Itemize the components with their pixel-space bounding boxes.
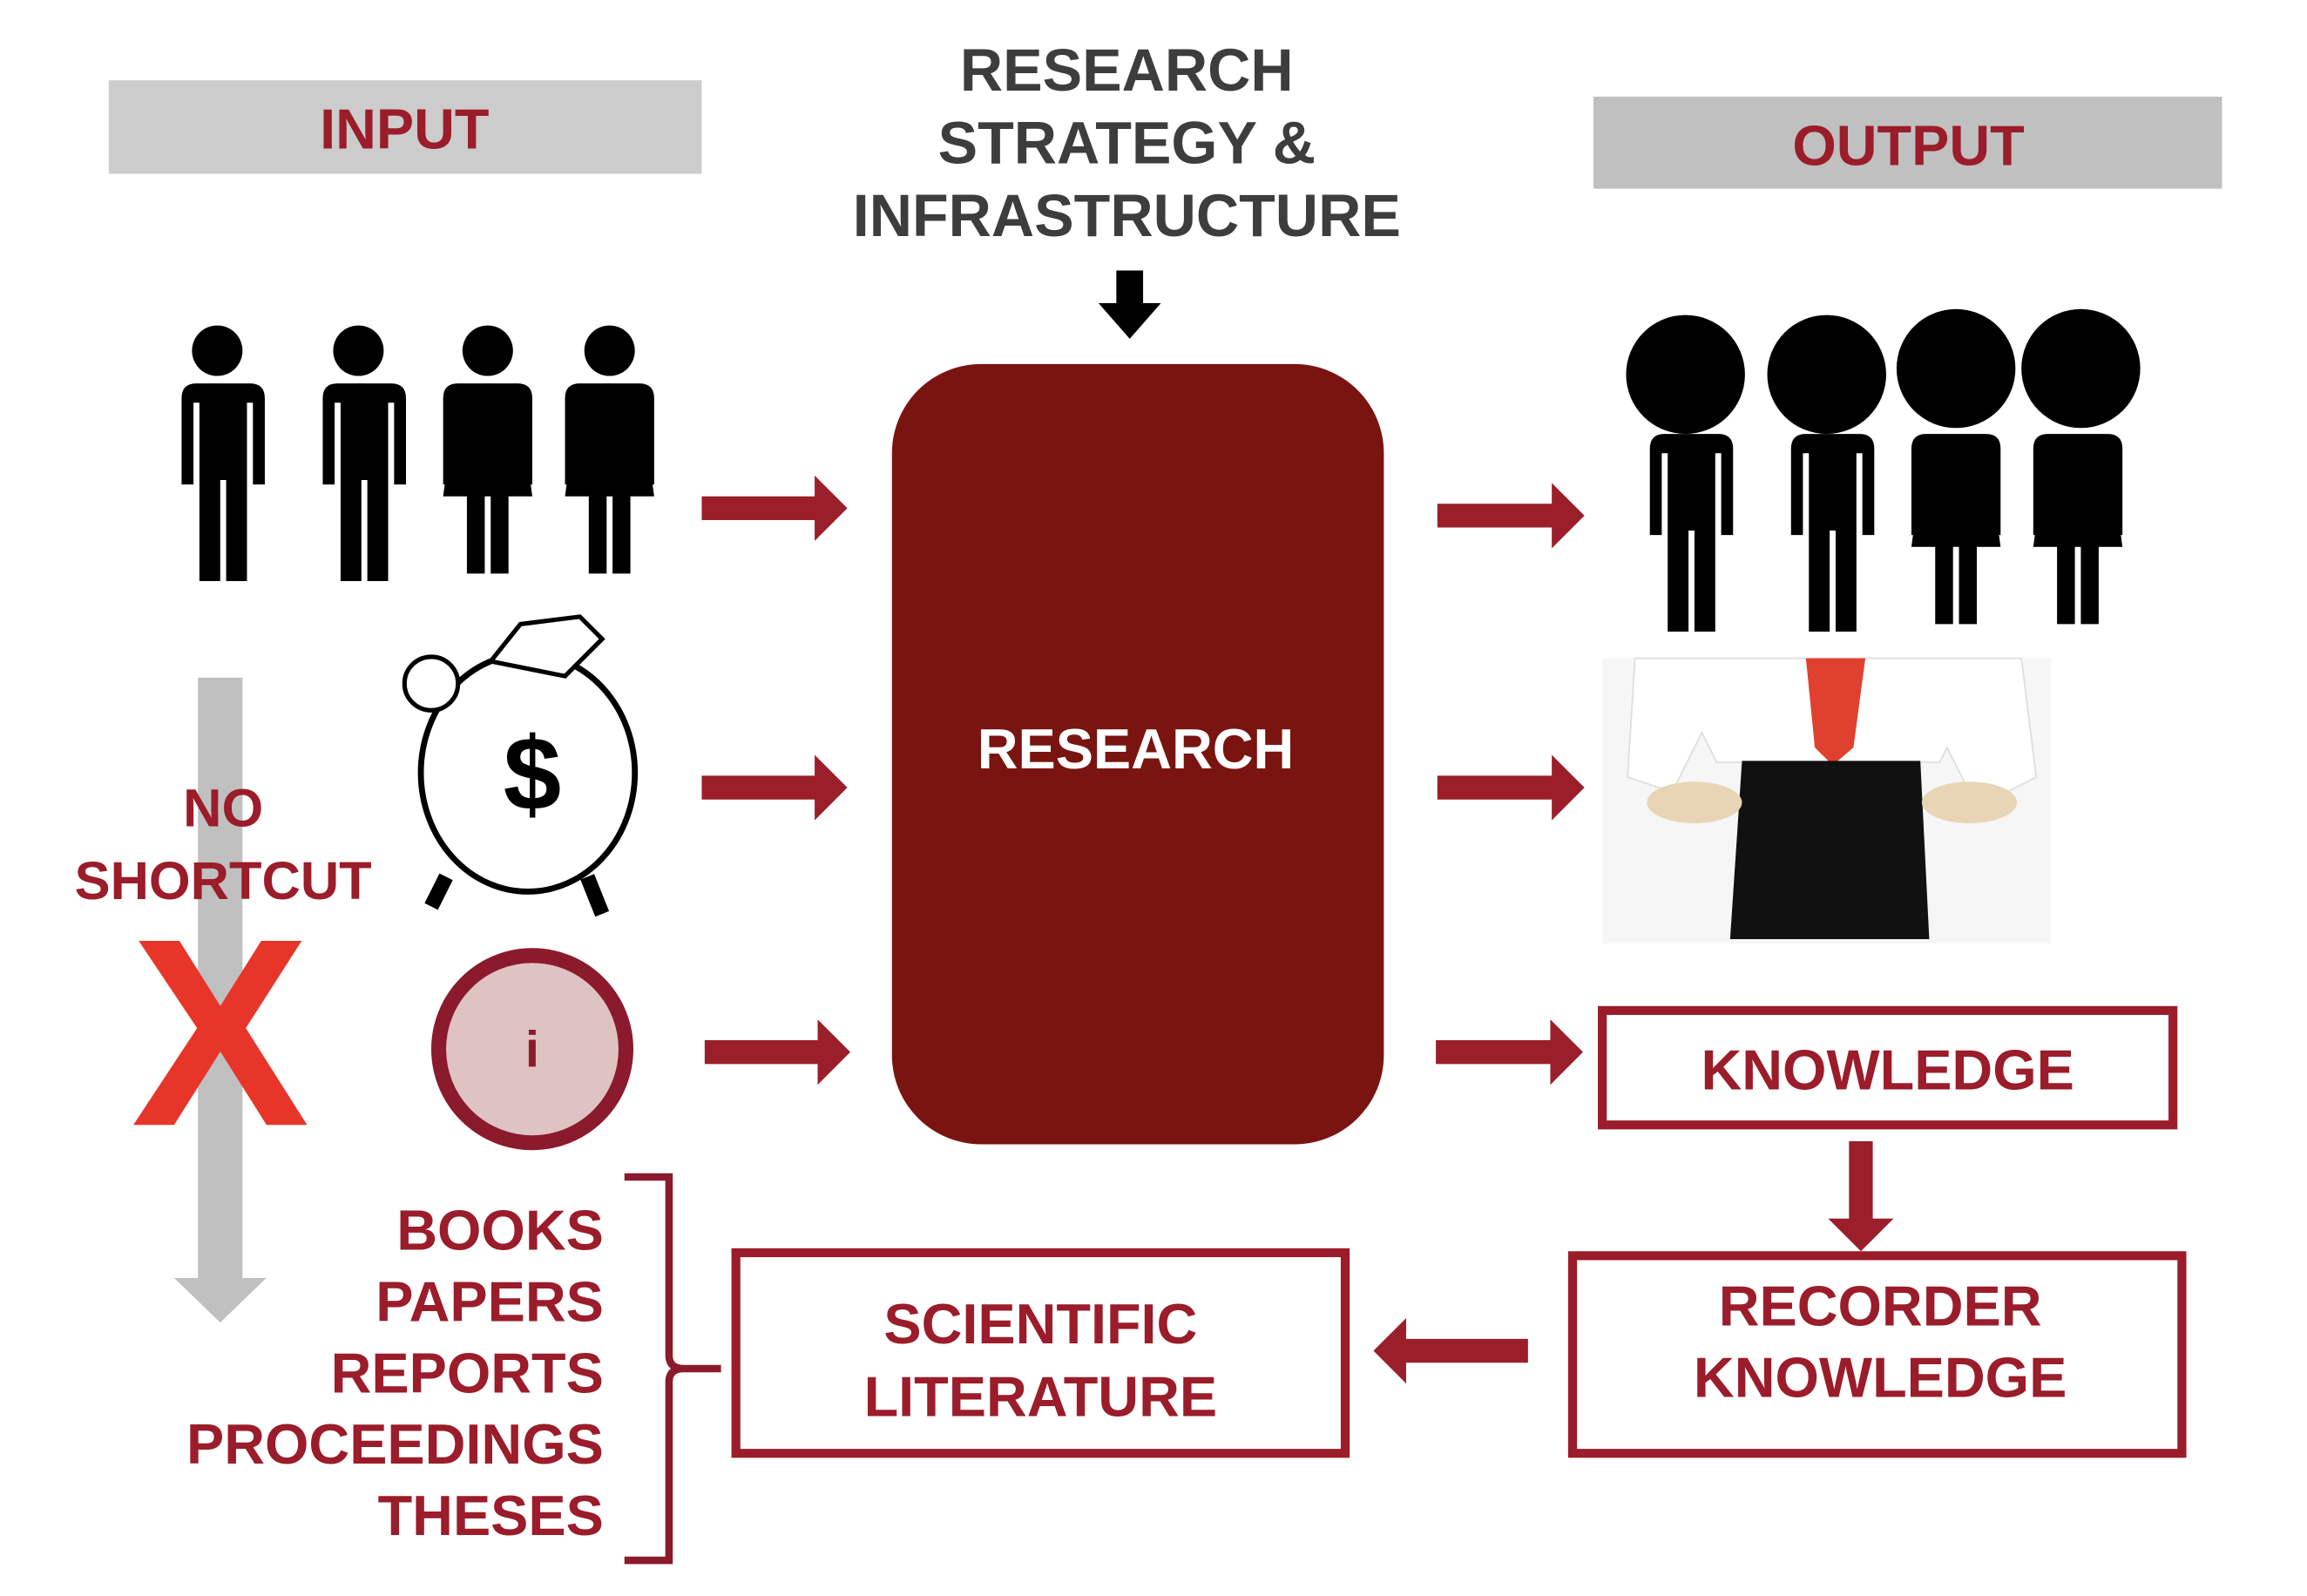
- sources-list: BOOKS PAPERS REPORTS PROCEEDINGS THESES: [186, 1199, 604, 1548]
- source-item: BOOKS: [396, 1199, 604, 1262]
- no-shortcut-line-2: SHORTCUT: [75, 851, 372, 911]
- arrow-left-icon: [1373, 1318, 1528, 1384]
- no-shortcut-line-1: NO: [183, 778, 263, 838]
- input-arrows: [701, 475, 851, 1085]
- research-label: RESEARCH: [978, 717, 1295, 781]
- empty-pockets-photo: [1602, 657, 2052, 944]
- arrow-right-icon: [701, 475, 848, 541]
- gray-down-arrow-icon: [173, 677, 267, 1323]
- recorder-knowledge-box: [1567, 1251, 2187, 1458]
- source-item: REPORTS: [331, 1341, 604, 1404]
- scientific-literature-box: [731, 1248, 1350, 1458]
- strategy-line-3: INFRASTRUCTURE: [853, 183, 1401, 249]
- input-people-icon: [181, 325, 654, 581]
- knowledge-label: KNOWLEDGE: [1701, 1038, 2074, 1101]
- source-item: PROCEEDINGS: [186, 1412, 604, 1476]
- input-label: INPUT: [320, 98, 489, 161]
- arrow-right-icon: [701, 754, 848, 821]
- down-arrow-icon: [1098, 270, 1161, 339]
- recorder-line-1: RECORDER: [1719, 1275, 2042, 1338]
- info-glyph: i: [525, 1023, 539, 1079]
- source-item: PAPERS: [375, 1269, 604, 1333]
- output-label: OUTPUT: [1792, 113, 2024, 177]
- output-people-icon: [1626, 308, 2141, 632]
- strategy-line-2: STRATEGY &: [938, 111, 1316, 177]
- output-header: [1593, 96, 2222, 189]
- arrow-right-icon: [1436, 1019, 1583, 1085]
- strategy-title: RESEARCH STRATEGY & INFRASTRUCTURE: [853, 37, 1401, 249]
- money-bag-icon: $: [402, 614, 639, 917]
- info-icon: [430, 948, 633, 1151]
- arrow-right-icon: [704, 1019, 851, 1085]
- research-box: [891, 363, 1384, 1145]
- arrow-down-icon: [1828, 1141, 1894, 1252]
- knowledge-box: [1598, 1005, 2178, 1130]
- input-header: [108, 80, 702, 174]
- output-arrows: [1436, 483, 1585, 1085]
- svg-text:$: $: [504, 717, 561, 833]
- recorder-line-2: KNOWLEDGE: [1694, 1345, 2067, 1409]
- literature-line-2: LITERATURE: [864, 1365, 1218, 1429]
- strategy-line-1: RESEARCH: [960, 37, 1294, 104]
- literature-line-1: SCIENTIFIC: [883, 1292, 1197, 1356]
- source-item: THESES: [378, 1484, 604, 1547]
- arrow-right-icon: [1437, 754, 1585, 821]
- arrow-right-icon: [1437, 483, 1585, 549]
- bracket: [624, 1173, 721, 1565]
- x-mark-icon: X: [131, 883, 310, 1182]
